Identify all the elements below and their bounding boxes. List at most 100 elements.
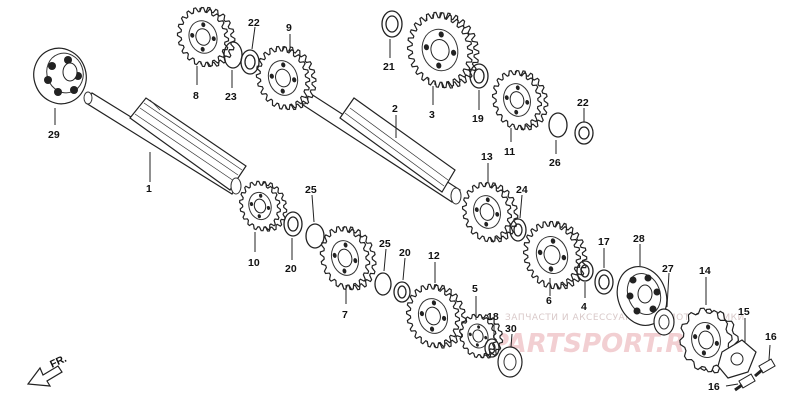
- gear-5: [459, 313, 504, 359]
- callout-22a: 22: [248, 17, 260, 50]
- callout-6: 6: [546, 278, 552, 307]
- gear-8-dog-hole: [200, 46, 205, 52]
- bearing-29: [33, 47, 87, 105]
- callout-label-9: 9: [286, 22, 292, 34]
- plate-15: [717, 339, 757, 379]
- callout-28: 28: [633, 233, 645, 266]
- gear-8-dog-hole: [211, 36, 216, 42]
- callout-label-23: 23: [225, 91, 237, 103]
- gear-6-dog-hole: [550, 238, 556, 244]
- callout-label-13: 13: [481, 151, 493, 163]
- callout-label-2: 2: [392, 103, 398, 115]
- watermark-logo: PARTSPORT.RU: [490, 329, 706, 359]
- callout-label-30: 30: [505, 323, 517, 335]
- gear-12: [405, 283, 467, 349]
- callout-label-10: 10: [248, 257, 260, 269]
- sprocket-14-dog-hole: [705, 324, 711, 330]
- callout-label-28: 28: [633, 233, 645, 245]
- gear-10-dog-hole: [266, 205, 271, 210]
- gear-8: [176, 6, 236, 68]
- gear-9-dog-hole: [292, 77, 297, 83]
- gear-6-dog-hole: [548, 266, 554, 272]
- callout-7: 7: [342, 285, 348, 321]
- gear-13-dog-hole: [495, 211, 500, 217]
- gear-12-dog-hole: [429, 326, 435, 332]
- callout-label-4: 4: [581, 301, 587, 313]
- callout-17: 17: [598, 236, 610, 268]
- callouts-layer: 1 2 3 4 5 6 7 8 9 10 11 12 13 14 15 16 1…: [48, 17, 777, 393]
- washer-22-top: [240, 49, 260, 75]
- washer-22-right: [574, 121, 594, 145]
- bolt-16-a: [754, 358, 776, 378]
- gear-9-bore: [275, 68, 291, 88]
- callout-5: 5: [472, 283, 478, 320]
- gear-7: [319, 226, 377, 291]
- callout-11: 11: [504, 128, 515, 158]
- callout-label-14: 14: [699, 265, 711, 277]
- callout-8: 8: [193, 66, 199, 102]
- gear-11-dog-hole: [525, 99, 530, 105]
- callout-label-27: 27: [662, 263, 674, 275]
- callout-label-6: 6: [546, 295, 552, 307]
- callout-23: 23: [225, 70, 237, 103]
- callout-label-19: 19: [472, 113, 484, 125]
- watermark-tagline: ЗАПЧАСТИ И АКСЕССУАРЫ ДЛЯ МОТОТЕХНИКИ: [505, 313, 745, 323]
- gear-7-dog-hole: [343, 242, 348, 248]
- washer-18: [484, 338, 500, 358]
- bearing-28: [616, 266, 668, 326]
- callout-label-8: 8: [193, 90, 199, 102]
- gear-5-dog-hole: [477, 325, 481, 329]
- callout-3: 3: [429, 86, 435, 121]
- gear-13-bore: [479, 203, 495, 221]
- callout-label-16b: 16: [708, 381, 720, 393]
- gear-3-dog-hole: [436, 62, 442, 69]
- bolt-16-b: [734, 373, 756, 392]
- callout-18: 18: [487, 311, 499, 338]
- gear-6-dog-hole: [537, 249, 543, 256]
- gear-3-dog-hole: [438, 31, 444, 38]
- gear-8-dog-hole: [201, 22, 206, 28]
- callout-20a: 20: [285, 238, 297, 275]
- callout-label-20a: 20: [285, 263, 297, 275]
- sprocket-14-dog-hole: [714, 340, 719, 346]
- collar-27: [653, 308, 675, 336]
- callout-label-26: 26: [549, 157, 561, 169]
- callout-16a: 16: [765, 331, 777, 361]
- gear-5-bore: [472, 329, 484, 343]
- callout-16b: 16: [708, 381, 739, 393]
- callout-label-11: 11: [504, 146, 515, 158]
- gear-7-dog-hole: [342, 268, 347, 274]
- callout-1: 1: [146, 152, 152, 195]
- gear-5-dog-hole: [475, 343, 479, 347]
- callout-10: 10: [248, 232, 260, 269]
- callout-21: 21: [383, 39, 395, 73]
- callout-label-29: 29: [48, 129, 60, 141]
- callout-label-5: 5: [472, 283, 478, 295]
- gear-13-dog-hole: [485, 197, 490, 203]
- gear-12-dog-hole: [431, 300, 437, 306]
- gear-7-dog-hole: [332, 252, 337, 258]
- gear-9-dog-hole: [269, 73, 274, 79]
- callout-label-1: 1: [146, 183, 152, 195]
- callout-label-16a: 16: [765, 331, 777, 343]
- callout-24: 24: [516, 184, 528, 219]
- callout-25b: 25: [379, 238, 391, 272]
- callout-29: 29: [48, 108, 60, 141]
- gear-13-dog-hole: [484, 221, 489, 227]
- callout-12: 12: [428, 250, 440, 283]
- gear-9-dog-hole: [280, 88, 285, 94]
- callout-26: 26: [549, 140, 561, 169]
- callout-2: 2: [392, 103, 398, 138]
- gear-12-dog-hole: [441, 315, 447, 321]
- gear-3-bore: [430, 38, 450, 62]
- callout-label-21: 21: [383, 61, 395, 73]
- callout-label-12: 12: [428, 250, 440, 262]
- gear-10-dog-hole: [257, 214, 261, 219]
- gear-9-dog-hole: [281, 62, 286, 68]
- callout-20b: 20: [399, 247, 411, 281]
- gear-6-bore: [543, 245, 561, 265]
- callout-label-25a: 25: [305, 184, 317, 196]
- callout-label-17: 17: [598, 236, 610, 248]
